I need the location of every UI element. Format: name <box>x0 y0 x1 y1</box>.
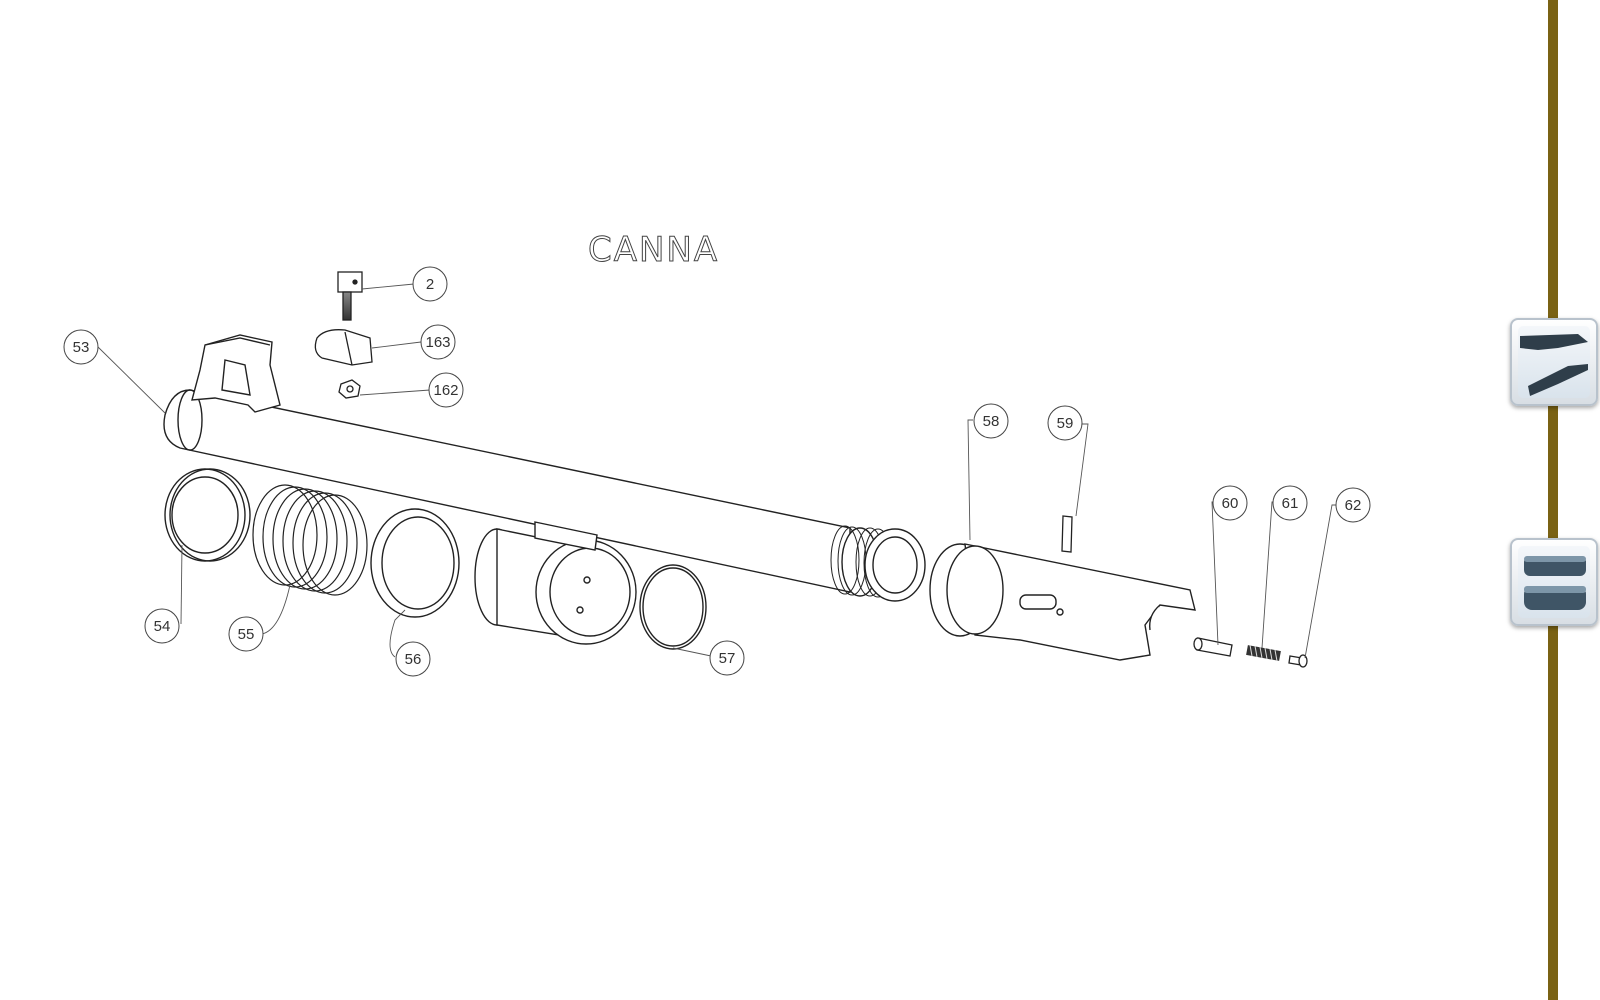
sidebar-rail <box>1548 0 1558 1000</box>
callout-59: 59 <box>1047 405 1083 441</box>
ring-part-54 <box>164 468 251 562</box>
callout-162: 162 <box>428 372 464 408</box>
barrel-part <box>163 334 926 602</box>
plunger-part-60 <box>1193 637 1233 657</box>
exploded-parts-diagram: CANNA <box>63 230 1371 677</box>
svg-text:61: 61 <box>1282 495 1299 512</box>
callout-58: 58 <box>973 403 1009 439</box>
svg-text:56: 56 <box>405 651 422 668</box>
nav-button-barrel[interactable] <box>1510 538 1598 626</box>
callout-53: 53 <box>63 329 99 365</box>
svg-text:62: 62 <box>1345 497 1362 514</box>
callout-57: 57 <box>709 640 745 676</box>
callout-163: 163 <box>420 324 456 360</box>
svg-text:59: 59 <box>1057 415 1074 432</box>
callout-2: 2 <box>412 266 448 302</box>
pin-part-59 <box>1061 515 1073 553</box>
spring-part-61 <box>1246 644 1281 662</box>
ring-part-56 <box>370 508 460 618</box>
nut-part <box>338 379 361 399</box>
svg-text:55: 55 <box>238 626 255 643</box>
shotgun-stock-icon <box>1518 326 1590 398</box>
svg-text:53: 53 <box>73 339 90 356</box>
barrel-extension-part-58 <box>929 543 1196 661</box>
svg-text:2: 2 <box>426 276 434 293</box>
sight-blade-part <box>314 329 373 366</box>
callout-61: 61 <box>1272 485 1308 521</box>
callout-54: 54 <box>144 608 180 644</box>
svg-text:60: 60 <box>1222 495 1239 512</box>
callout-bubbles: 2 163 162 53 58 59 60 61 62 54 55 56 57 <box>63 266 1371 677</box>
svg-text:163: 163 <box>425 334 450 351</box>
diagram-title: CANNA <box>588 230 719 270</box>
callout-55: 55 <box>228 616 264 652</box>
sleeve-part <box>474 521 637 645</box>
screw-part <box>337 271 363 321</box>
callout-60: 60 <box>1212 485 1248 521</box>
spring-part-55 <box>252 484 368 596</box>
o-ring-part-57 <box>639 564 707 650</box>
callout-56: 56 <box>395 641 431 677</box>
detent-part-62 <box>1288 654 1308 668</box>
callout-62: 62 <box>1335 487 1371 523</box>
barrel-parts-icon <box>1518 546 1590 618</box>
svg-text:54: 54 <box>154 618 171 635</box>
nav-button-stock[interactable] <box>1510 318 1598 406</box>
svg-text:58: 58 <box>983 413 1000 430</box>
svg-text:57: 57 <box>719 650 736 667</box>
svg-text:162: 162 <box>433 382 458 399</box>
